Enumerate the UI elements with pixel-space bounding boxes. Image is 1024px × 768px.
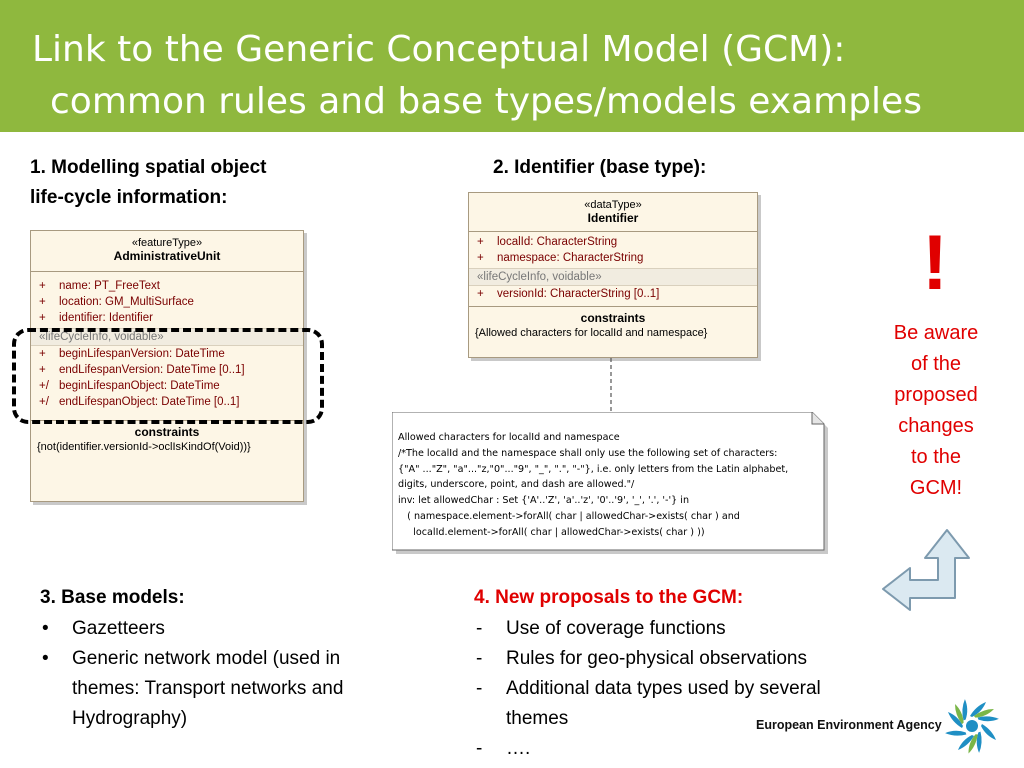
uml-class-name: Identifier [587, 211, 639, 225]
uml-attribute: +/endLifespanObject: DateTime [0..1] [39, 396, 240, 408]
list-item: • Gazetteers [42, 618, 165, 639]
list-item: - Additional data types used by several … [476, 678, 821, 729]
uml-constraints: constraints {not(identifier.versionId->o… [31, 421, 303, 455]
uml-attribute: +/beginLifespanObject: DateTime [39, 380, 220, 392]
uml-constraints-heading: constraints [580, 311, 646, 325]
uml-attribute: +name: PT_FreeText [39, 280, 160, 292]
title-bar: Link to the Generic Conceptual Model (GC… [0, 0, 1024, 132]
uml-attributes: +localId: CharacterString +namespace: Ch… [469, 232, 757, 307]
uml-class-name: AdministrativeUnit [113, 249, 221, 263]
uml-attribute: +versionId: CharacterString [0..1] [477, 288, 660, 300]
uml-note: Allowed characters for localId and names… [392, 412, 832, 558]
uml-class-header: «dataType» Identifier [469, 193, 757, 232]
bent-arrow-icon [882, 529, 970, 611]
uml-stereotype: «dataType» [584, 199, 642, 211]
uml-note-shape [392, 412, 828, 554]
highlight-dashed-frame [12, 328, 324, 424]
list-item: • Generic network model (used in themes:… [42, 648, 344, 729]
uml-class-administrative-unit: «featureType» AdministrativeUnit +name: … [30, 230, 304, 502]
warning-text: Be aware of the proposed changes to the … [893, 322, 979, 499]
section3-list: • Gazetteers • Generic network model (us… [40, 614, 460, 734]
uml-attribute: +location: GM_MultiSurface [39, 296, 194, 308]
uml-constraint-text: {Allowed characters for localId and name… [475, 327, 708, 339]
uml-attributes: +name: PT_FreeText +location: GM_MultiSu… [31, 272, 303, 421]
uml-attribute: +identifier: Identifier [39, 312, 153, 324]
uml-attribute: +endLifespanVersion: DateTime [0..1] [39, 364, 245, 376]
section2-heading: 2. Identifier (base type): [493, 157, 707, 178]
list-item: - …. [476, 738, 531, 759]
section3-heading: 3. Base models: [40, 587, 185, 608]
uml-constraint-text: {not(identifier.versionId->oclIsKindOf(V… [37, 441, 251, 453]
agency-name: European Environment Agency [756, 718, 942, 732]
uml-attribute-group-label: «lifeCycleInfo, voidable» [469, 268, 757, 286]
uml-note-text: Allowed characters for localId and names… [398, 432, 789, 538]
uml-stereotype: «featureType» [131, 237, 203, 249]
uml-constraints: constraints {Allowed characters for loca… [469, 307, 757, 341]
section4-list: - Use of coverage functions - Rules for … [474, 614, 944, 764]
uml-datatype-identifier: «dataType» Identifier +localId: Characte… [468, 192, 758, 358]
note-connector-line [610, 358, 612, 414]
slide-title-line-2: common rules and base types/models examp… [50, 81, 922, 122]
uml-class-header: «featureType» AdministrativeUnit [31, 231, 303, 272]
section4-heading: 4. New proposals to the GCM: [474, 587, 744, 608]
list-item: - Use of coverage functions [476, 618, 726, 639]
section1-heading-line1: 1. Modelling spatial object [30, 157, 267, 178]
eea-swirl-logo-icon [945, 699, 999, 754]
uml-constraints-heading: constraints [134, 425, 200, 439]
section1-heading-line2: life-cycle information: [30, 187, 228, 208]
uml-attribute: +beginLifespanVersion: DateTime [39, 348, 225, 360]
exclamation-icon: ! [922, 218, 948, 306]
slide-title-line-1: Link to the Generic Conceptual Model (GC… [32, 29, 846, 70]
list-item: - Rules for geo-physical observations [476, 648, 807, 669]
uml-attribute: +namespace: CharacterString [477, 252, 644, 264]
uml-attribute: +localId: CharacterString [477, 236, 618, 248]
